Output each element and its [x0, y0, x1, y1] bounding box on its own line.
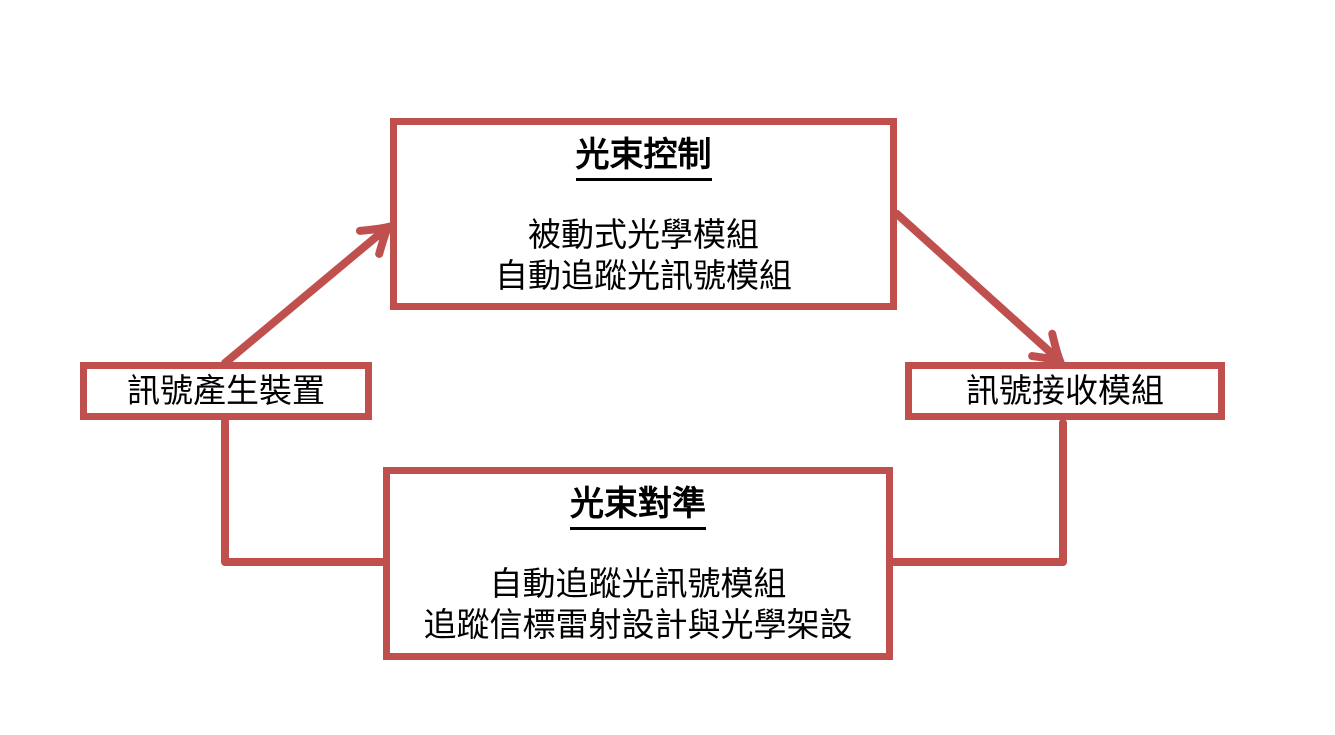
node-beam-control-line-2: 自動追蹤光訊號模組 — [495, 256, 792, 295]
node-beam-alignment-line-1: 自動追蹤光訊號模組 — [489, 564, 787, 603]
node-beam-alignment-title: 光束對準 — [570, 482, 706, 530]
edge-control-to-receiver-arrow — [893, 210, 1067, 367]
node-signal-source: 訊號產生裝置 — [80, 362, 372, 420]
edge-source-to-alignment-line — [221, 417, 388, 566]
node-beam-alignment-line-2: 追蹤信標雷射設計與光學架設 — [423, 605, 853, 644]
node-signal-receiver-label: 訊號接收模組 — [966, 371, 1164, 410]
edge-source-to-control-arrow — [221, 221, 395, 367]
node-beam-control: 光束控制 被動式光學模組 自動追蹤光訊號模組 — [390, 118, 897, 310]
node-beam-alignment: 光束對準 自動追蹤光訊號模組 追蹤信標雷射設計與光學架設 — [383, 467, 893, 660]
edge-alignment-to-receiver-line — [885, 419, 1067, 566]
node-signal-source-label: 訊號產生裝置 — [127, 371, 325, 410]
node-beam-control-line-1: 被動式光學模組 — [528, 215, 759, 254]
node-beam-control-title: 光束控制 — [575, 133, 712, 181]
node-signal-receiver: 訊號接收模組 — [905, 362, 1225, 420]
